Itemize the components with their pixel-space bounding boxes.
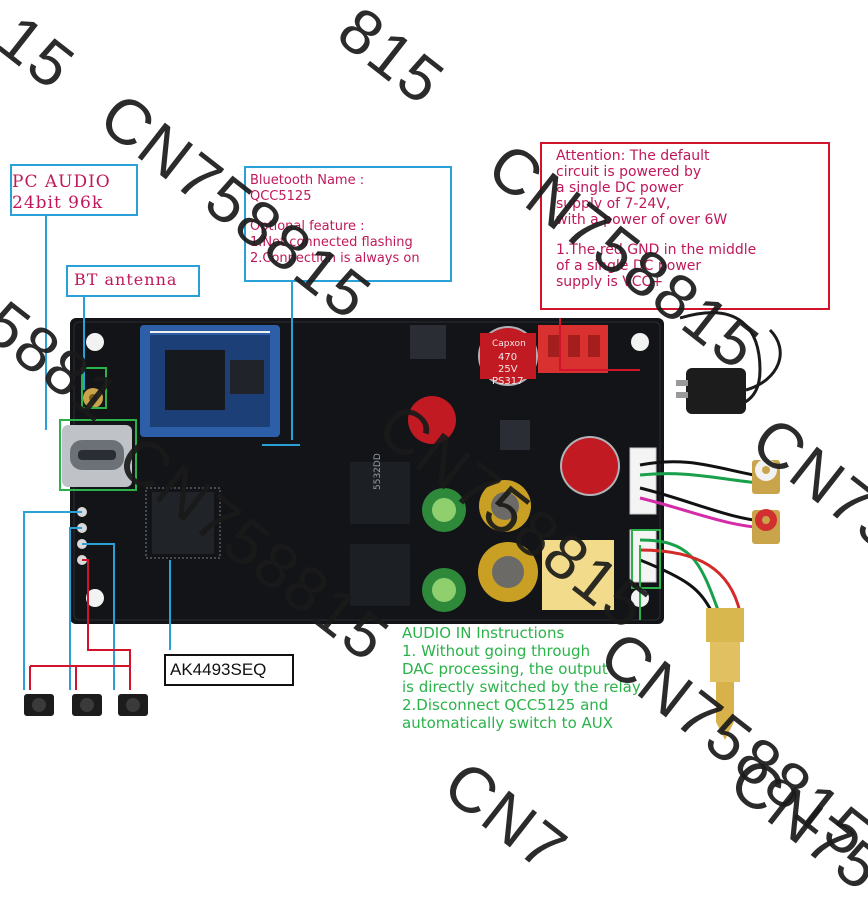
bt-name-title: Bluetooth Name :	[250, 173, 365, 188]
chip-label-box	[164, 654, 294, 686]
audio-in-instructions: AUDIO IN Instructions 1. Without going t…	[402, 624, 641, 732]
dac-chip	[152, 492, 214, 554]
svg-text:PS317: PS317	[492, 376, 523, 387]
tactile-button-1	[24, 694, 54, 716]
board-photo: 5532DD Capxon 470 25V PS317	[23, 215, 782, 740]
optional-title: Optional feature :	[250, 219, 365, 234]
chip-label: AK4493SEQ	[170, 660, 267, 679]
audio-in-line-4: is directly switched by the relay	[402, 678, 641, 696]
audio-in-line-1: AUDIO IN Instructions	[402, 624, 565, 642]
audio-plug-3-5mm	[706, 608, 744, 740]
pc-audio-line-1: PC AUDIO	[12, 172, 111, 192]
pc-audio-label: PC AUDIO 24bit 96k	[12, 172, 111, 214]
relay	[542, 540, 614, 610]
capacitor-gold-2	[478, 542, 538, 602]
svg-text:470: 470	[498, 352, 517, 363]
pc-audio-line-2: 24bit 96k	[12, 193, 104, 213]
capacitor-green-1	[422, 488, 466, 532]
attention-line-6: 1.The red GND in the middle	[556, 242, 757, 258]
rca-jack-red	[752, 509, 780, 544]
capacitor-2	[560, 436, 620, 496]
capacitor-gold-1	[479, 480, 531, 532]
capacitor-green-2	[422, 568, 466, 612]
attention-text: Attention: The default circuit is powere…	[556, 148, 756, 290]
bt-name-value: QCC5125	[250, 189, 312, 204]
bluetooth-info-text: Bluetooth Name : QCC5125 Optional featur…	[250, 173, 420, 267]
attention-box	[540, 142, 830, 310]
capacitor-3	[408, 396, 456, 444]
attention-line-8: supply is VCC+	[556, 274, 664, 290]
audio-in-line-5: 2.Disconnect QCC5125 and	[402, 696, 609, 714]
bluetooth-info-box	[244, 166, 452, 282]
bt-antenna-box	[66, 265, 200, 297]
svg-text:5532DD: 5532DD	[373, 453, 383, 490]
opamp-1	[350, 462, 410, 524]
svg-text:25V: 25V	[498, 364, 518, 375]
attention-line-5: with a power of over 6W	[556, 212, 728, 228]
output-connector	[629, 447, 657, 515]
attention-line-4: supply of 7-24V,	[556, 196, 671, 212]
tactile-button-3	[118, 694, 148, 716]
svg-text:Capxon: Capxon	[492, 339, 526, 349]
capacitor-1	[478, 326, 538, 386]
bt-antenna-label: BT antenna	[74, 270, 178, 289]
audio-in-line-2: 1. Without going through	[402, 642, 591, 660]
rca-jack-white	[752, 459, 780, 494]
optional-2: 2.Connection is always on	[250, 251, 420, 266]
attention-line-3: a single DC power	[556, 180, 684, 196]
attention-line-2: circuit is powered by	[556, 164, 702, 180]
attention-line-1: Attention: The default	[556, 148, 710, 164]
pc-audio-box	[10, 164, 138, 216]
power-adapter	[676, 311, 782, 414]
audio-in-line-3: DAC processing, the output	[402, 660, 608, 678]
opamp-2	[350, 544, 410, 606]
audio-in-line-6: automatically switch to AUX	[402, 714, 614, 732]
optional-1: 1.Not connected flashing	[250, 235, 413, 250]
tactile-button-2	[72, 694, 102, 716]
attention-line-7: of a single DC power	[556, 258, 702, 274]
